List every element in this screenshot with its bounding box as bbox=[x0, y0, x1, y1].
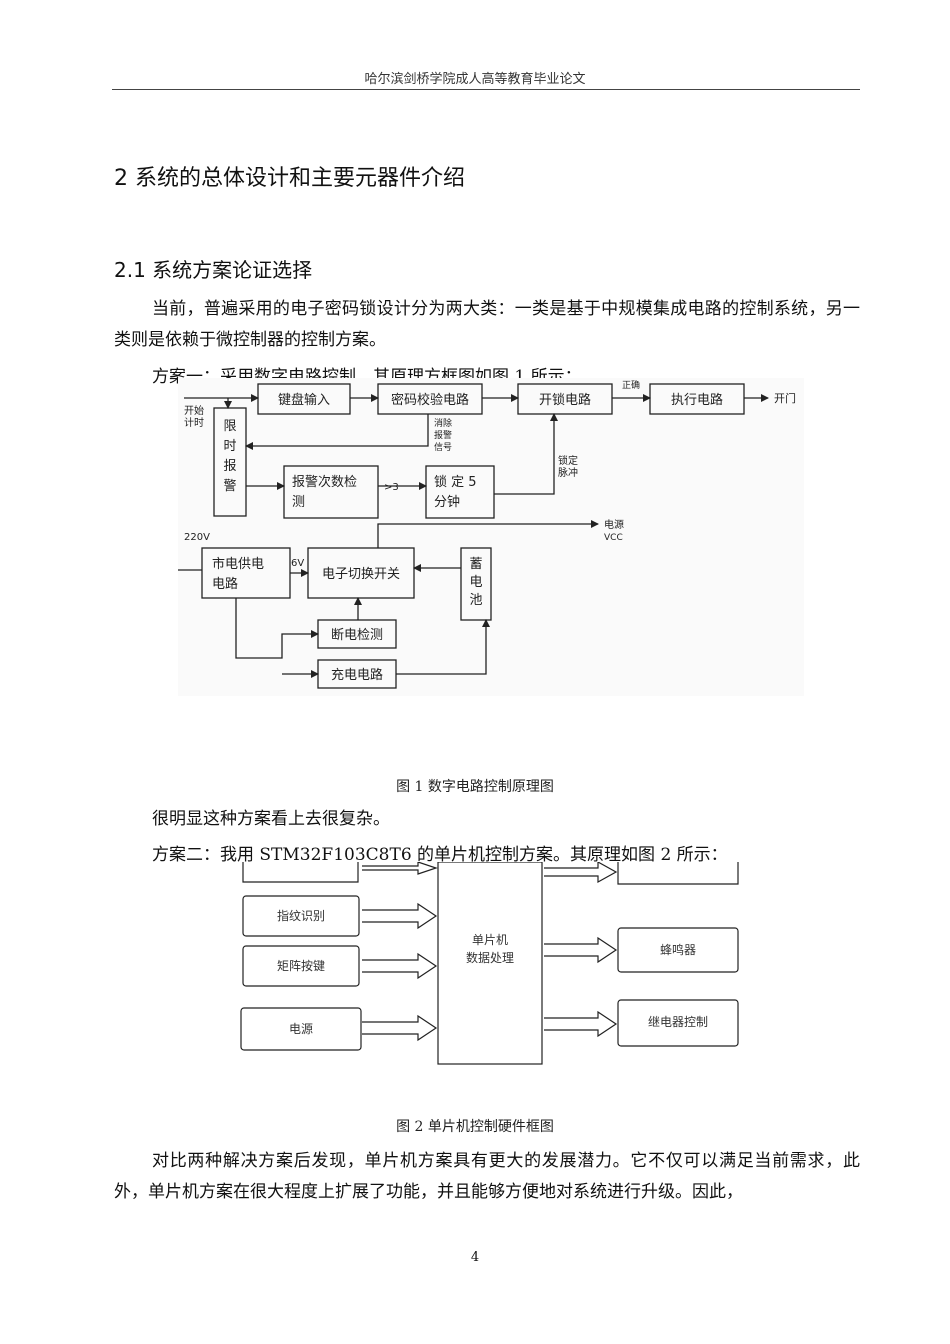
fig2-box-buzzer bbox=[617, 927, 739, 973]
fig1-label-normal: 正确 bbox=[622, 379, 640, 391]
fig2-box-power bbox=[240, 1007, 362, 1051]
fig1-label-clear-2: 报警 bbox=[434, 429, 452, 441]
figure1-caption: 图 1 数字电路控制原理图 bbox=[396, 779, 554, 795]
scheme2-paragraph: 方案二：我用 STM32F103C8T6 的单片机控制方案。其原理如图 2 所示… bbox=[152, 845, 728, 865]
fig2-arrow-6 bbox=[544, 936, 618, 964]
fig1-label-switch: 电子切换开关 bbox=[322, 567, 400, 582]
fig2-arrow-7 bbox=[544, 1010, 618, 1038]
header-rule bbox=[112, 89, 860, 90]
fig1-label-timer-alarm-3: 报 bbox=[223, 459, 236, 474]
fig1-label-clear-3: 信号 bbox=[434, 441, 452, 453]
fig1-label-220v: 220V bbox=[184, 532, 210, 543]
fig1-label-exec: 执行电路 bbox=[671, 392, 723, 408]
fig1-box-lock5 bbox=[425, 465, 495, 519]
conclusion-paragraph: 对比两种解决方案后发现，单片机方案具有更大的发展潜力。它不仅可以满足当前需求，此… bbox=[114, 1151, 860, 1202]
fig1-label-power-2: VCC bbox=[604, 533, 623, 543]
fig1-label-power-detect: 断电检测 bbox=[331, 628, 383, 643]
fig2-label-fingerprint: 指纹识别 bbox=[277, 908, 325, 923]
running-header: 哈尔滨剑桥学院成人高等教育毕业论文 bbox=[364, 72, 586, 87]
fig1-label-timer-alarm-4: 警 bbox=[223, 478, 236, 494]
fig1-box-battery bbox=[460, 547, 492, 621]
figure2-caption: 图 2 单片机控制硬件框图 bbox=[396, 1119, 554, 1135]
fig1-label-start-timer-1: 开始 bbox=[184, 404, 204, 417]
fig2-label-buzzer: 蜂鸣器 bbox=[660, 942, 696, 957]
fig2-label-relay: 继电器控制 bbox=[648, 1015, 708, 1029]
fig1-label-power-1: 电源 bbox=[604, 518, 624, 531]
fig2-box-partial-left bbox=[242, 862, 359, 883]
fig2-box-relay bbox=[617, 999, 739, 1047]
fig2-arrow-1 bbox=[362, 862, 438, 875]
fig1-label-verify: 密码校验电路 bbox=[391, 392, 469, 408]
fig1-label-gt3: >3 bbox=[384, 482, 399, 493]
fig1-label-alarm-count-1: 报警次数检 bbox=[292, 474, 357, 490]
fig1-label-lock5-1: 锁 定 5 bbox=[434, 474, 477, 490]
figure1-block-diagram: 开始 计时 键盘输入 密码校验电路 开锁电路 执行电路 开门 正确 限 时 报 … bbox=[178, 378, 804, 696]
fig1-box-alarm-count bbox=[283, 465, 379, 519]
fig1-label-battery-3: 池 bbox=[469, 593, 482, 608]
fig2-label-mcu-1: 单片机 bbox=[472, 933, 508, 947]
fig2-box-mcu bbox=[437, 862, 543, 1065]
fig1-label-battery-1: 蓄 bbox=[469, 557, 482, 572]
fig1-label-charge: 充电电路 bbox=[331, 667, 383, 683]
figure2-block-diagram: 指纹识别 矩阵按键 电源 单片机 数据处理 蜂鸣器 继电器控制 bbox=[240, 862, 739, 1065]
fig1-label-alarm-count-2: 测 bbox=[292, 495, 305, 510]
fig1-label-clear-1: 消除 bbox=[434, 417, 452, 429]
fig1-label-6v: 6V bbox=[291, 558, 304, 569]
fig1-label-lock5-2: 分钟 bbox=[434, 494, 460, 510]
fig2-arrow-3 bbox=[362, 952, 438, 980]
section-title: 2 系统的总体设计和主要元器件介绍 bbox=[114, 166, 465, 191]
fig1-label-timer-alarm-2: 时 bbox=[223, 439, 236, 454]
fig1-label-mains-2: 电路 bbox=[212, 576, 238, 592]
fig2-box-keypad bbox=[242, 945, 360, 987]
fig2-label-power: 电源 bbox=[289, 1022, 313, 1036]
fig2-arrow-5 bbox=[544, 862, 618, 884]
fig1-label-lock-pulse-1: 锁定 bbox=[558, 454, 578, 467]
fig1-label-battery-2: 电 bbox=[469, 575, 482, 590]
fig1-label-unlock: 开锁电路 bbox=[539, 392, 591, 408]
fig1-label-open-door: 开门 bbox=[774, 391, 796, 405]
page-number: 4 bbox=[470, 1250, 480, 1265]
fig1-label-lock-pulse-2: 脉冲 bbox=[558, 466, 578, 479]
fig1-label-keyboard: 键盘输入 bbox=[278, 392, 330, 408]
fig2-arrow-4 bbox=[362, 1014, 438, 1042]
intro-paragraph: 当前，普遍采用的电子密码锁设计分为两大类：一类是基于中规模集成电路的控制系统，另… bbox=[114, 299, 860, 350]
fig2-box-partial-right bbox=[617, 862, 739, 885]
fig2-label-mcu-2: 数据处理 bbox=[466, 950, 514, 965]
comment-paragraph: 很明显这种方案看上去很复杂。 bbox=[152, 809, 390, 829]
fig1-label-timer-alarm-1: 限 bbox=[223, 419, 236, 434]
subsection-title: 2.1 系统方案论证选择 bbox=[114, 258, 313, 282]
fig2-box-fingerprint bbox=[242, 895, 360, 937]
fig1-label-mains-1: 市电供电 bbox=[212, 556, 264, 572]
fig1-label-start-timer-2: 计时 bbox=[184, 416, 204, 429]
fig2-arrow-2 bbox=[362, 902, 438, 930]
fig2-label-keypad: 矩阵按键 bbox=[277, 959, 325, 973]
